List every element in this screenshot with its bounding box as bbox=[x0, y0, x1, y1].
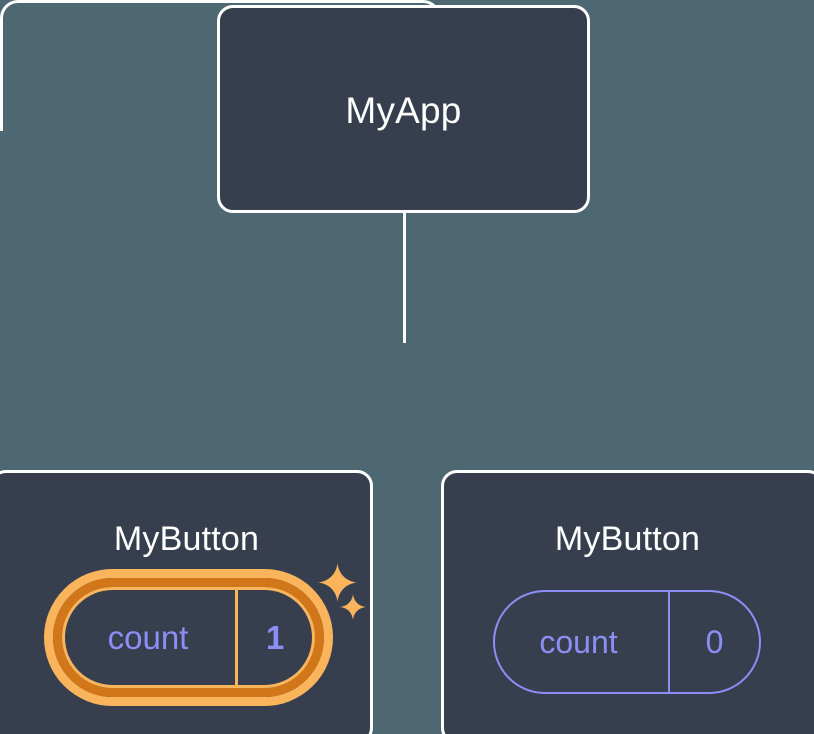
state-pill-key: count bbox=[107, 618, 189, 656]
state-pill-value: 0 bbox=[668, 592, 759, 692]
state-pill-value: 1 bbox=[235, 590, 312, 685]
state-pill-inner: count 1 bbox=[62, 587, 315, 688]
component-node-label: MyApp bbox=[345, 90, 462, 131]
component-node-label: MyButton bbox=[554, 520, 701, 558]
state-pill-key: count bbox=[539, 623, 618, 660]
component-node-myapp[interactable]: MyApp bbox=[217, 5, 590, 213]
sparkle-icon bbox=[318, 563, 357, 602]
sparkle-icon bbox=[340, 594, 366, 620]
edge-root-to-bus bbox=[403, 211, 406, 343]
state-pill-count-plain[interactable]: count 0 bbox=[493, 590, 761, 694]
state-pill-count-highlighted[interactable]: count 1 bbox=[44, 569, 333, 706]
component-node-label: MyButton bbox=[113, 520, 260, 558]
